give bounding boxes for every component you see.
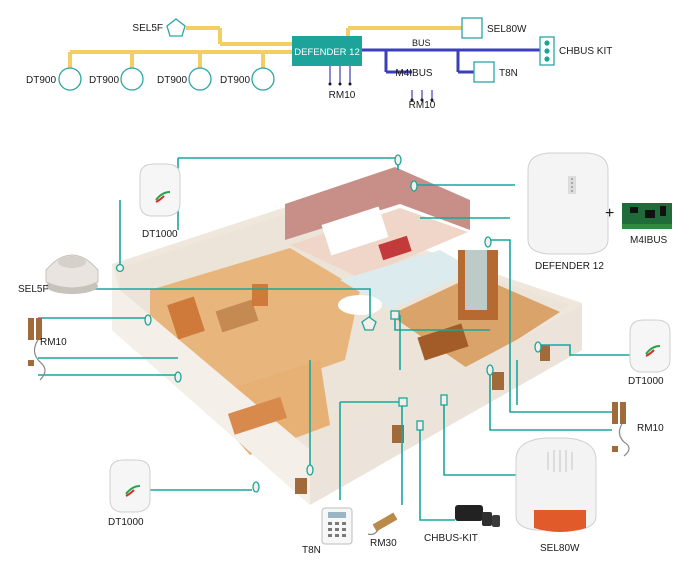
- dt900-label: DT900: [26, 75, 56, 86]
- sofa: [167, 296, 205, 340]
- window: [295, 478, 307, 494]
- rm10-right-device: [612, 402, 630, 457]
- m4ibus-board-device: [622, 203, 672, 229]
- dining-floor: [390, 275, 560, 370]
- dt900-group: DT900 DT900 DT900 DT900: [26, 67, 275, 91]
- sel5f-pentagon-icon: [166, 18, 186, 37]
- sel80w-siren-device: [515, 437, 597, 532]
- dt900-circle-icon: [120, 67, 144, 91]
- schematic: DEFENDER 12 SEL5F SEL80W BUS CHBUS KIT M…: [26, 17, 612, 111]
- wiring-markers: [115, 154, 542, 493]
- t8n-schematic-label: T8N: [499, 68, 518, 79]
- chbus-kit-device: [455, 505, 500, 527]
- blue-bus-lines: [362, 48, 540, 74]
- armchair: [252, 284, 268, 306]
- bedroom-floor: [290, 208, 468, 278]
- rm10-schematic-label-bus: RM10: [409, 100, 436, 111]
- chbus-kit-schematic-label: CHBUS KIT: [559, 46, 612, 57]
- dt1000-bottom-left-device: [109, 459, 151, 513]
- house-illustration: [112, 167, 582, 505]
- dt1000-top-device: [139, 163, 181, 217]
- chbus-kit-house-label: CHBUS-KIT: [424, 533, 478, 544]
- chbus-kit-dot-3: [544, 56, 550, 62]
- bed-cover: [378, 235, 412, 261]
- dt900-label: DT900: [157, 75, 187, 86]
- coffee-table: [215, 299, 259, 333]
- rm10-dots: [328, 82, 434, 102]
- dt900-circle-icon: [188, 67, 212, 91]
- sel80w-house-label: SEL80W: [540, 543, 580, 554]
- rm10-left-device: [28, 318, 46, 381]
- window: [392, 425, 404, 443]
- sel5f-house-label: SEL5F: [18, 284, 49, 295]
- rm10-wires: [329, 66, 433, 100]
- sel80w-square-icon: [461, 17, 483, 39]
- rm30-device: [367, 512, 398, 536]
- rm10-right-label: RM10: [637, 423, 664, 434]
- sel80w-schematic-label: SEL80W: [487, 24, 527, 35]
- chbus-kit-dot-1: [544, 40, 550, 46]
- bed: [321, 206, 389, 256]
- shower-glass: [465, 250, 487, 310]
- dt1000-right-label: DT1000: [628, 376, 664, 387]
- dt1000-bottom-left-label: DT1000: [108, 517, 144, 528]
- t8n-keypad-device: [321, 507, 353, 545]
- bus-label: BUS: [412, 38, 431, 48]
- defender12-house-label: DEFENDER 12: [535, 261, 604, 272]
- teal-wiring: [38, 157, 630, 521]
- m4ibus-schematic-label: M4IBUS: [395, 68, 433, 79]
- bathtub: [338, 295, 382, 315]
- m4ibus-house-label: M4IBUS: [630, 235, 668, 246]
- dining-table: [417, 323, 469, 361]
- dt1000-top-label: DT1000: [142, 229, 178, 240]
- bathroom-floor: [340, 250, 475, 310]
- plus-sign: +: [605, 205, 614, 222]
- dt900-label: DT900: [89, 75, 119, 86]
- dt900-label: DT900: [220, 75, 250, 86]
- lower-sofa: [227, 396, 288, 435]
- rm10-left-label: RM10: [40, 337, 67, 348]
- sel5f-schematic-label: SEL5F: [132, 23, 163, 34]
- dt900-circle-icon: [58, 67, 82, 91]
- window: [492, 372, 504, 390]
- dt1000-right-device: [629, 319, 671, 373]
- defender12-controller-label: DEFENDER 12: [294, 47, 359, 58]
- dt900-circle-icon: [251, 67, 275, 91]
- chbus-kit-dot-2: [544, 48, 550, 54]
- t8n-square-icon: [473, 61, 495, 83]
- defender12-panel-device: [527, 152, 609, 255]
- t8n-house-label: T8N: [302, 545, 321, 556]
- window: [540, 345, 550, 361]
- yellow-bus-lines: [68, 26, 462, 68]
- rm10-schematic-label-left: RM10: [329, 90, 356, 101]
- rm30-label: RM30: [370, 538, 397, 549]
- sel5f-device: [45, 254, 99, 294]
- front-wall-left: [112, 264, 310, 505]
- defender12-controller-box: [292, 36, 362, 66]
